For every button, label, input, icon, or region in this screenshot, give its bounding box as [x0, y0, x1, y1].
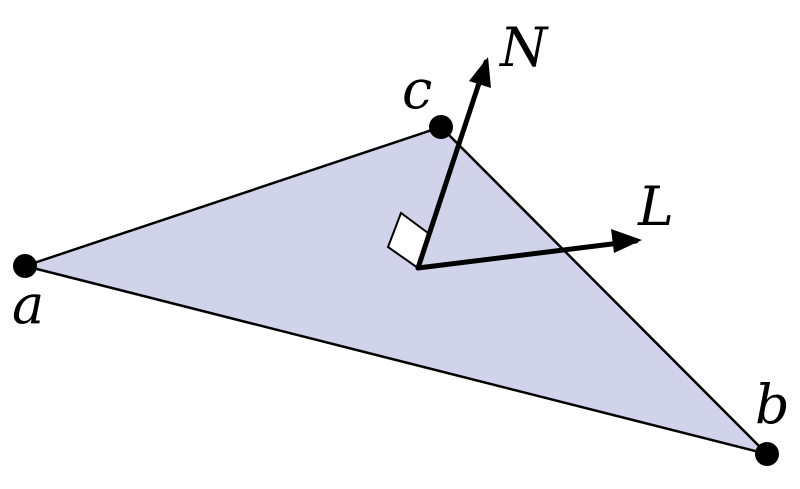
vertex-a-label: a: [12, 273, 44, 336]
normal-arrowhead: [469, 57, 491, 88]
vertex-b-label: b: [755, 373, 790, 436]
vertex-c-dot: [429, 115, 453, 139]
light-arrowhead: [611, 229, 642, 253]
light-vector-arrow: [415, 238, 639, 271]
vertex-c-label: c: [402, 58, 432, 121]
normal-vector-arrow: [415, 59, 489, 271]
normal-vector-label: N: [498, 16, 549, 79]
light-vector-label: L: [637, 175, 674, 238]
vertex-b-dot: [755, 442, 779, 466]
triangle-face: [23, 125, 769, 456]
vertex-a-dot: [13, 254, 37, 278]
